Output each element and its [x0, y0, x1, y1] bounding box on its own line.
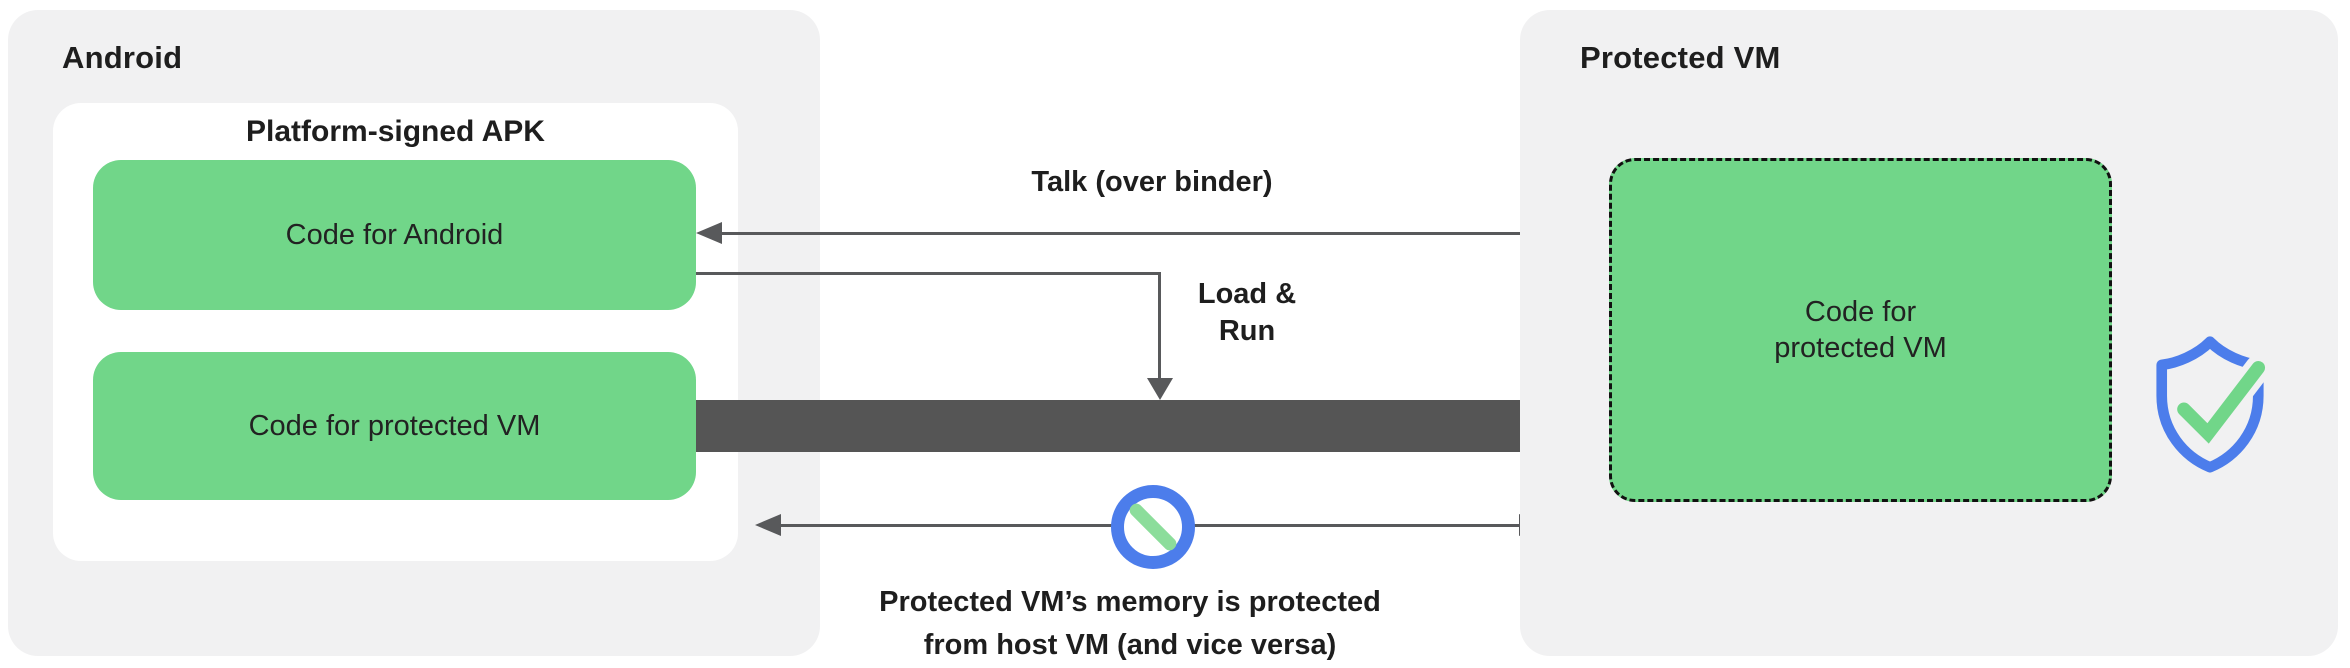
verified-shield-icon [2156, 336, 2270, 473]
apk-box-title: Platform-signed APK [246, 115, 545, 148]
protected-vm-code-label-line2: protected VM [1774, 332, 1947, 364]
talk-arrow-line [720, 232, 1582, 235]
load-run-arrowhead-icon [1147, 378, 1173, 400]
memory-note-line1: Protected VM’s memory is protected [879, 586, 1381, 618]
memory-protection-note: Protected VM’s memory is protected from … [810, 581, 1450, 667]
talk-arrow-label: Talk (over binder) [1031, 166, 1273, 198]
code-for-protected-vm-box: Code for protected VM [93, 352, 696, 500]
load-run-line-horizontal [696, 272, 1160, 275]
load-run-label: Load & Run [1172, 276, 1322, 350]
no-access-slash-icon [1127, 501, 1179, 553]
protected-vm-code-label-line1: Code for [1804, 296, 1917, 328]
load-run-label-line1: Load & [1197, 278, 1297, 310]
thick-load-arrow-bar [696, 400, 1553, 452]
no-access-icon [1111, 485, 1195, 569]
android-panel-title: Android [62, 40, 183, 75]
memory-note-line2: from host VM (and vice versa) [923, 629, 1337, 661]
protected-vm-panel-title: Protected VM [1580, 40, 1781, 75]
load-run-label-line2: Run [1218, 315, 1276, 347]
protected-vm-code-box: Code for protected VM [1609, 158, 2112, 502]
code-for-protected-vm-label: Code for protected VM [248, 409, 541, 442]
talk-arrowhead-left-icon [696, 222, 722, 244]
protected-vm-panel: Protected VM Code for protected VM [1520, 10, 2338, 656]
memory-arrowhead-left-icon [755, 514, 781, 536]
platform-signed-apk-box: Platform-signed APK Code for Android Cod… [53, 103, 738, 561]
android-panel: Android Platform-signed APK Code for And… [8, 10, 820, 656]
check-mark-icon [2177, 361, 2266, 444]
code-for-android-label: Code for Android [285, 218, 504, 251]
code-for-android-box: Code for Android [93, 160, 696, 310]
load-run-line-vertical [1158, 272, 1161, 380]
